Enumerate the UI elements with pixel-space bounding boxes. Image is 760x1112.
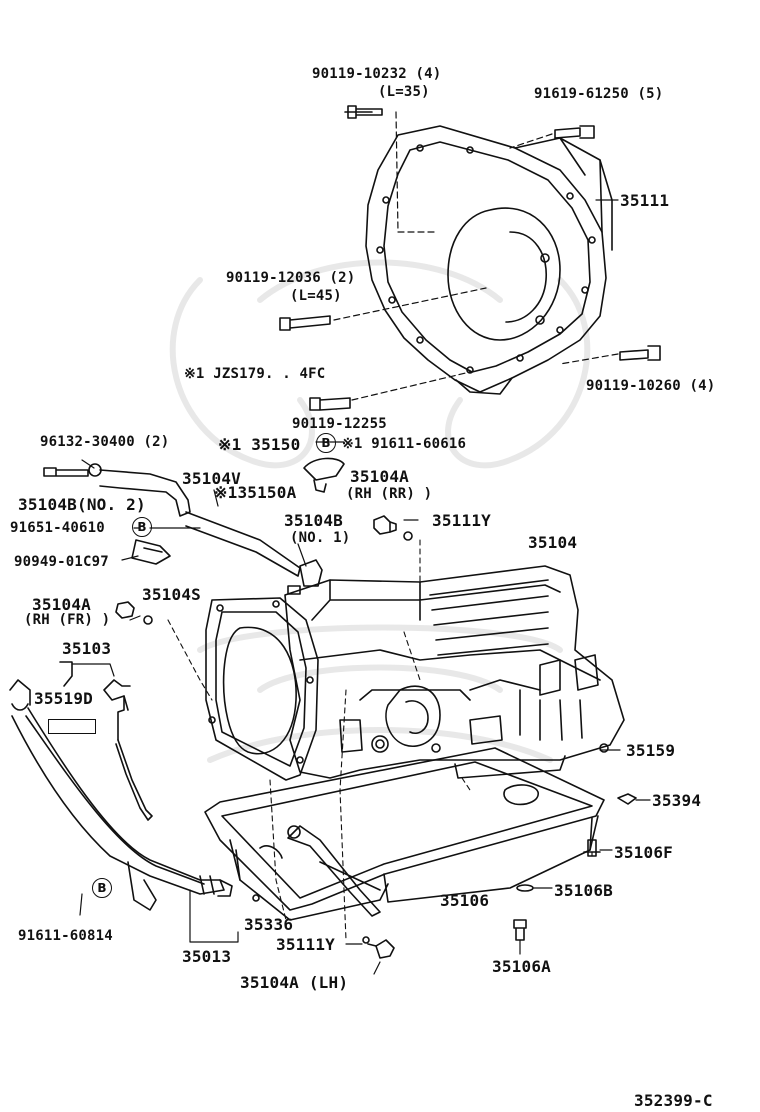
case-leaders — [167, 539, 471, 941]
label-35106A: 35106A — [492, 957, 551, 976]
note-jzs179: ※1 JZS179. . 4FC — [184, 366, 326, 382]
housing-leaders — [333, 111, 619, 401]
label-35104: 35104 — [528, 533, 578, 552]
label-35104A-lh: 35104A (LH) — [240, 973, 349, 992]
union-35104B-no1 — [287, 559, 323, 595]
label-90119-10260: 90119-10260 (4) — [586, 378, 716, 394]
label-35394: 35394 — [652, 791, 702, 810]
transmission-case-35104 — [284, 565, 625, 779]
label-35336: 35336 — [244, 915, 294, 934]
plug-35104A-rr — [373, 515, 397, 535]
plug-35104A-lh — [367, 939, 395, 959]
label-35104A-rr-sub: (RH (RR) ) — [346, 486, 433, 502]
label-35104A-fr-sub: (RH (FR) ) — [24, 612, 111, 628]
label-35104B-no1: 35104B — [284, 511, 343, 530]
label-35104A-rr: 35104A — [350, 467, 409, 486]
label-96132-30400: 96132-30400 (2) — [40, 434, 170, 450]
oil-filler-tube-35013 — [9, 679, 233, 911]
clip-90949-01C97 — [131, 539, 171, 565]
label-35104S: 35104S — [142, 585, 201, 604]
circle-b-marker: B — [316, 433, 336, 453]
label-35104B-no1-sub: (NO. 1) — [290, 530, 351, 546]
diagram-reference-number: 352399-C — [634, 1091, 713, 1110]
label-35106: 35106 — [440, 891, 490, 910]
label-35104B-no2: 35104B(NO. 2) — [18, 495, 146, 514]
label-90949-01C97: 90949-01C97 — [14, 554, 109, 570]
label-90119-12036-length: (L=45) — [290, 288, 342, 304]
housing-bolts — [279, 105, 661, 411]
label-35111: 35111 — [620, 191, 670, 210]
label-91611-60814: 91611-60814 — [18, 928, 113, 944]
label-90119-12255: 90119-12255 — [292, 416, 387, 432]
watermark-emblem — [169, 259, 591, 763]
plug-35104A-fr — [115, 601, 135, 619]
dipstick-35103 — [59, 661, 153, 821]
label-35106F: 35106F — [614, 843, 673, 862]
circle-b-marker-3: B — [92, 878, 112, 898]
breather-hose-35104V — [43, 463, 301, 577]
label-35111Y-top: 35111Y — [432, 511, 491, 530]
drain-plug-35106A — [513, 919, 527, 941]
breather-plug-35150 — [303, 457, 345, 493]
case-front-flange — [205, 597, 319, 781]
label-35106B: 35106B — [554, 881, 613, 900]
label-35150A: ※135150A — [214, 483, 297, 502]
label-35103: 35103 — [62, 639, 112, 658]
label-35013: 35013 — [182, 947, 232, 966]
small-rings — [143, 531, 637, 944]
label-90119-12036: 90119-12036 (2) — [226, 270, 356, 286]
label-35104V: 35104V — [182, 469, 241, 488]
label-90119-10232-length: (L=35) — [378, 84, 430, 100]
label-35159: 35159 — [626, 741, 676, 760]
label-35519D: 35519D — [34, 689, 93, 708]
label-91611-60616: ※1 91611-60616 — [342, 436, 467, 452]
label-35111Y-bottom: 35111Y — [276, 935, 335, 954]
label-90119-10232: 90119-10232 (4) — [312, 66, 442, 82]
oil-pan-35106 — [204, 747, 605, 921]
label-91619-61250: 91619-61250 (5) — [534, 86, 664, 102]
label-35150: ※1 35150 — [218, 435, 301, 454]
circle-b-marker-2: B — [132, 517, 152, 537]
bell-housing-35111 — [365, 125, 613, 395]
label-35104A-fr: 35104A — [32, 595, 91, 614]
label-91651-40610: 91651-40610 — [10, 520, 105, 536]
caution-plate-35519D — [48, 719, 96, 734]
